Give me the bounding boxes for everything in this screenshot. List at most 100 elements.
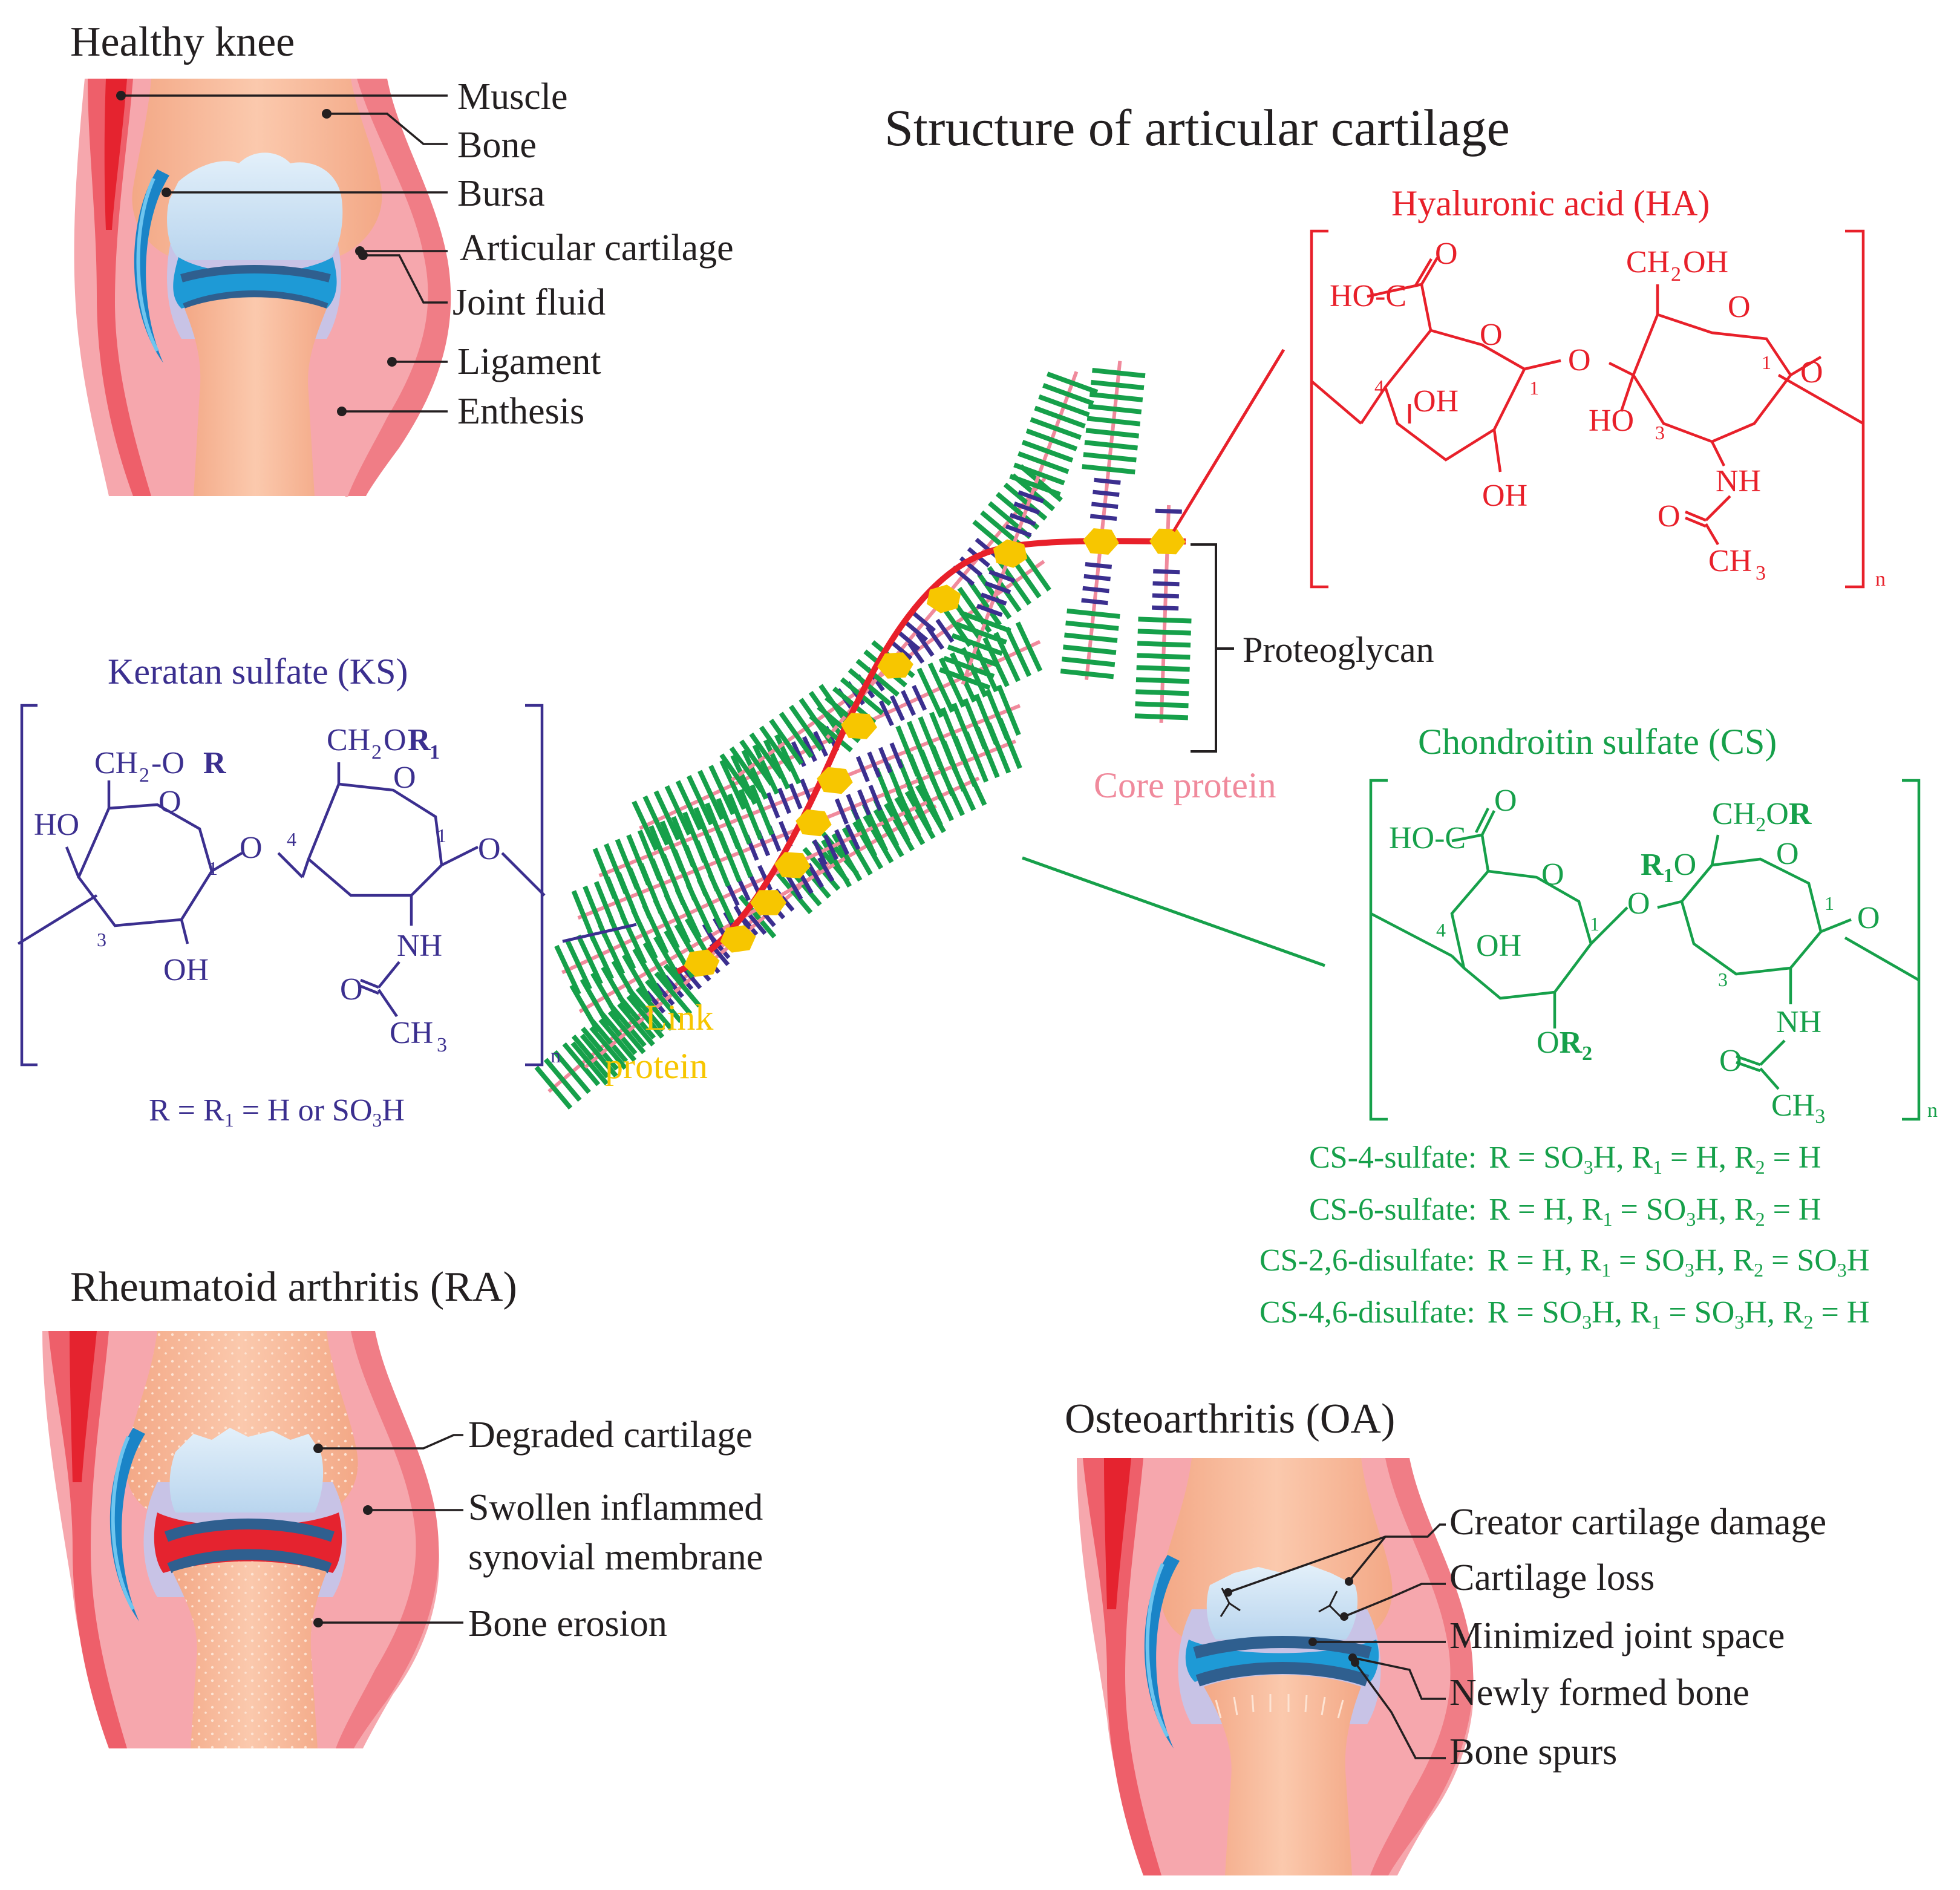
ha-glyco-o: O — [1568, 343, 1591, 378]
ks-oh: OH — [163, 953, 209, 987]
link-protein-6 — [841, 713, 877, 739]
label-newly-formed-bone: Newly formed bone — [1449, 1672, 1749, 1713]
ha-n: n — [1875, 568, 1886, 590]
link-protein-7 — [877, 652, 913, 679]
cs-variant-0: CS-4-sulfate:R = SO3H, R1 = H, R2 = H — [1309, 1140, 1821, 1178]
label-articular-cartilage: Articular cartilage — [460, 227, 734, 269]
link-protein-0 — [684, 949, 720, 977]
label-creator-cartilage-damage: Creator cartilage damage — [1449, 1502, 1826, 1543]
cs-glyco-o: O — [1627, 886, 1650, 921]
label-bone: Bone — [457, 125, 537, 166]
ha-title: Hyaluronic acid (HA) — [1391, 183, 1710, 223]
connector-cs — [1022, 856, 1325, 967]
label-synovial-membrane: synovial membrane — [468, 1537, 763, 1578]
ks-title: Keratan sulfate (KS) — [108, 652, 408, 692]
healthy-leaders — [121, 94, 448, 413]
ks-nh: NH — [397, 929, 442, 963]
link-protein-8 — [926, 584, 961, 613]
ha-ch2oh-end: OH — [1683, 245, 1728, 280]
cs-o-carbonyl: O — [1494, 783, 1517, 818]
proteoglycan-bracket — [1191, 543, 1234, 753]
label-proteoglycan: Proteoglycan — [1243, 630, 1434, 670]
cs-amide-o: O — [1719, 1044, 1742, 1078]
cs-variant-2: CS-2,6-disulfate:R = H, R1 = SO3H, R2 = … — [1259, 1243, 1869, 1281]
cs-end-o: O — [1857, 901, 1880, 935]
ks-pos4: 4 — [287, 828, 296, 850]
ks-ch2or-sub: 2 — [139, 764, 149, 786]
ha-cooh: HO-C — [1330, 279, 1406, 313]
ha-ch3: CH — [1708, 544, 1752, 578]
ks-ch2or1-o: O — [384, 723, 407, 757]
link-protein-11 — [1149, 528, 1186, 555]
ks-ch2or-r: R — [203, 746, 227, 780]
cs-r1o: R1O — [1641, 848, 1696, 887]
ks-ch2or1-r: R — [408, 723, 431, 757]
connector-ks — [562, 923, 637, 943]
cs-ring-o2: O — [1776, 837, 1799, 871]
label-core-protein: Core protein — [1094, 765, 1276, 805]
ks-glyco-o: O — [240, 831, 263, 865]
ra-panel: Rheumatoid arthritis (RA) — [42, 1264, 763, 1748]
ks-ch2or: CH — [94, 746, 138, 780]
label-bone-spurs: Bone spurs — [1449, 1731, 1617, 1773]
proteoglycan-core-10 — [1060, 361, 1146, 681]
proteoglycan-core-6 — [632, 621, 1043, 851]
label-enthesis: Enthesis — [457, 391, 584, 432]
link-protein-4 — [795, 809, 832, 837]
ks-pos1b: 1 — [437, 825, 446, 846]
cs-pos1a: 1 — [1590, 913, 1599, 935]
ks-ring-o2: O — [393, 760, 416, 795]
cs-or2: OR2 — [1537, 1025, 1592, 1065]
link-protein-5 — [817, 767, 853, 794]
ks-ring-o1: O — [158, 785, 181, 819]
ha-oh4: OH — [1413, 384, 1459, 419]
label-link-protein-1: Link — [645, 998, 713, 1038]
label-muscle: Muscle — [457, 76, 568, 117]
label-minimized-joint-space: Minimized joint space — [1449, 1615, 1785, 1656]
label-swollen-inflammed: Swollen inflammed — [468, 1487, 763, 1528]
label-bursa: Bursa — [457, 173, 545, 214]
proteoglycan-core-9 — [939, 371, 1099, 690]
oa-panel: Osteoarthritis (OA) — [1065, 1396, 1826, 1875]
ks-pos1a: 1 — [208, 857, 218, 879]
ha-oh2: OH — [1482, 479, 1527, 513]
ha-pos4: 4 — [1374, 376, 1384, 397]
healthy-knee-illustration — [74, 79, 451, 497]
ra-knee-illustration — [42, 1331, 440, 1748]
label-cartilage-loss: Cartilage loss — [1449, 1557, 1655, 1598]
ha-pos3: 3 — [1655, 422, 1665, 443]
ks-structure — [17, 704, 546, 1067]
link-protein-10 — [1083, 528, 1119, 555]
connector-ha — [1172, 348, 1285, 532]
link-protein-3 — [774, 852, 811, 878]
healthy-knee-panel: Healthy knee — [70, 19, 734, 497]
cs-nh: NH — [1776, 1005, 1821, 1039]
ha-ch2oh-sub: 2 — [1671, 263, 1681, 286]
ha-ring-o1: O — [1480, 318, 1503, 352]
ha-amide-o: O — [1658, 499, 1681, 534]
ks-ch2or1-sub: 2 — [371, 741, 382, 764]
ks-ch2or1: CH — [327, 723, 370, 757]
ks-ch3: CH — [390, 1016, 433, 1050]
link-protein-1 — [720, 925, 756, 953]
ks-n: n — [550, 1045, 561, 1067]
cs-pos3: 3 — [1718, 969, 1728, 990]
ha-end-o: O — [1800, 355, 1823, 390]
label-bone-erosion: Bone erosion — [468, 1603, 667, 1644]
cs-structure — [1369, 779, 1921, 1121]
ha-nh: NH — [1716, 464, 1761, 499]
cs-ring-o1: O — [1541, 857, 1564, 892]
ks-ho: HO — [34, 808, 79, 842]
label-ligament: Ligament — [457, 341, 601, 382]
oa-title: Osteoarthritis (OA) — [1065, 1396, 1395, 1442]
cs-pos4: 4 — [1436, 919, 1446, 941]
ks-ch2or-mid: -O — [151, 746, 185, 780]
ks-footnote: R = R1 = H or SO3H — [149, 1093, 405, 1131]
cs-variant-1: CS-6-sulfate:R = H, R1 = SO3H, R2 = H — [1309, 1192, 1821, 1230]
link-protein-9 — [993, 539, 1028, 568]
cs-ch3: CH3 — [1771, 1088, 1825, 1128]
proteoglycan-aggregate-illustration — [534, 361, 1192, 1110]
cs-variant-3: CS-4,6-disulfate:R = SO3H, R1 = SO3H, R2… — [1259, 1295, 1869, 1333]
cs-title: Chondroitin sulfate (CS) — [1418, 722, 1777, 762]
